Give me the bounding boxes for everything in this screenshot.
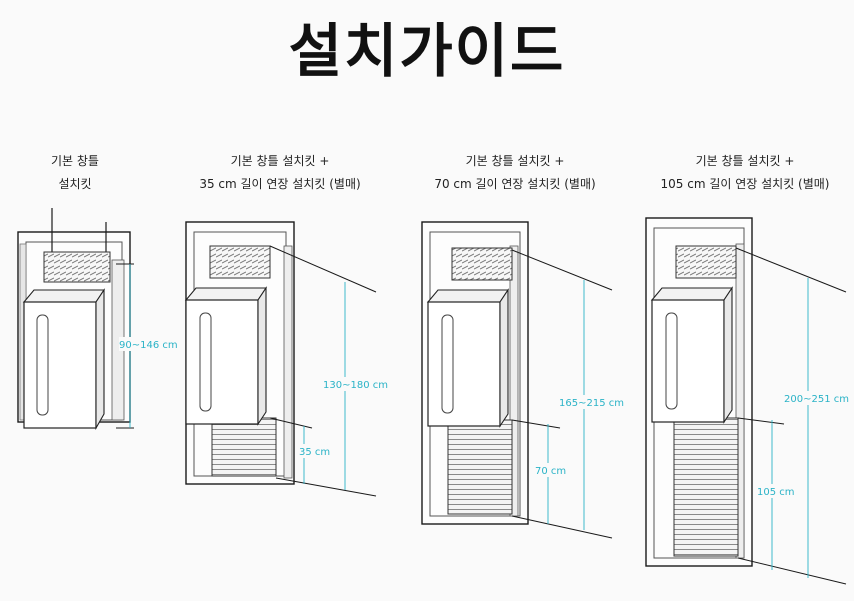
diagram-70cm-kit	[421, 221, 613, 539]
window-kit-panel	[43, 251, 111, 283]
extension-kit-panel	[211, 417, 277, 477]
window-kit-panel	[209, 245, 271, 279]
air-conditioner-unit	[184, 286, 268, 426]
page-title: 설치가이드	[288, 17, 566, 85]
kit-caption-basic: 기본 창틀 설치킷	[20, 150, 130, 196]
window-kit-panel	[451, 247, 513, 281]
kit-caption-line2: 35 cm 길이 연장 설치킷 (별매)	[199, 177, 361, 191]
kit-caption-line2: 설치킷	[58, 177, 92, 191]
dimension-label-total: 200~251 cm	[784, 394, 849, 405]
dimension-label-extension: 35 cm	[299, 447, 330, 458]
dimension-label-total: 165~215 cm	[559, 398, 624, 409]
kit-caption-70: 기본 창틀 설치킷 + 70 cm 길이 연장 설치킷 (별매)	[415, 150, 615, 196]
diagram-basic-kit	[17, 208, 134, 431]
air-conditioner-unit	[650, 286, 734, 424]
kit-caption-105: 기본 창틀 설치킷 + 105 cm 길이 연장 설치킷 (별매)	[640, 150, 850, 196]
air-conditioner-unit	[426, 288, 510, 428]
kit-caption-line1: 기본 창틀 설치킷 +	[230, 154, 330, 168]
dimension-label-extension: 105 cm	[757, 487, 795, 498]
diagram-35cm-kit	[184, 221, 377, 497]
kit-caption-line1: 기본 창틀	[51, 154, 99, 168]
window-kit-panel	[675, 245, 737, 279]
dimension-label-total: 130~180 cm	[323, 380, 388, 391]
kit-caption-line2: 105 cm 길이 연장 설치킷 (별매)	[660, 177, 830, 191]
dimension-label-extension: 70 cm	[535, 466, 566, 477]
dimension-label-total: 90~146 cm	[119, 340, 178, 351]
kit-caption-line1: 기본 창틀 설치킷 +	[465, 154, 565, 168]
extension-kit-panel	[673, 417, 739, 557]
kit-caption-line1: 기본 창틀 설치킷 +	[695, 154, 795, 168]
kit-caption-line2: 70 cm 길이 연장 설치킷 (별매)	[434, 177, 596, 191]
diagram-105cm-kit	[645, 217, 847, 585]
kit-caption-35: 기본 창틀 설치킷 + 35 cm 길이 연장 설치킷 (별매)	[180, 150, 380, 196]
extension-kit-panel	[447, 419, 513, 515]
air-conditioner-unit	[22, 288, 106, 431]
